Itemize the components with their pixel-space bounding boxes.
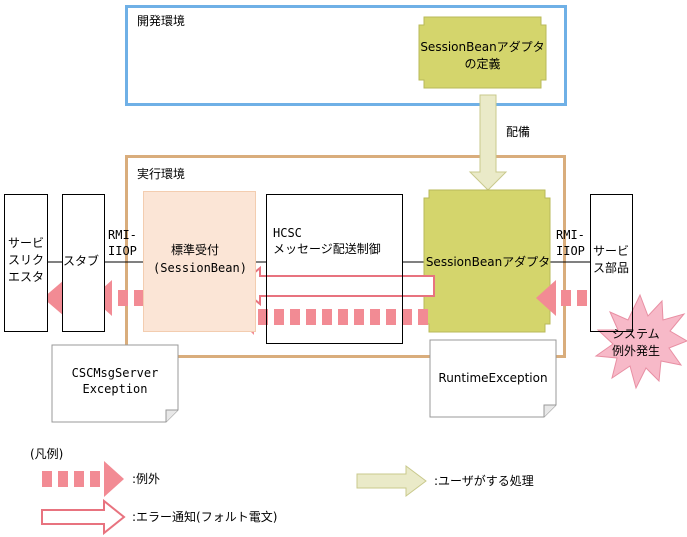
system-exception-label-1: システム <box>612 327 660 341</box>
service-requester-box <box>4 194 48 332</box>
legend-user-process-arrow <box>356 465 427 497</box>
dev-environment-title: 開発環境 <box>137 14 186 28</box>
hcsc-box <box>266 194 403 344</box>
deploy-arrow <box>468 94 508 191</box>
legend-error-notice-arrow <box>41 498 126 536</box>
system-exception-burst <box>594 293 687 390</box>
legend-exception-label: :例外 <box>132 472 161 486</box>
session-bean-adapter-shape <box>423 189 551 333</box>
hcsc-label-2: メッセージ配送制御 <box>273 242 381 256</box>
deploy-label: 配備 <box>506 125 531 139</box>
legend-user-process-label: :ユーザがする処理 <box>434 474 534 488</box>
run-environment-title: 実行環境 <box>137 167 186 181</box>
rmi-right-label-1: RMI- <box>556 228 585 242</box>
legend-exception-arrow <box>42 461 124 497</box>
rmi-left-label-1: RMI- <box>108 228 137 242</box>
adapter-definition-shape <box>418 16 547 89</box>
stub-label: スタブ <box>63 254 100 268</box>
run-environment-frame <box>125 155 566 358</box>
service-requester-label-1: サービ <box>8 236 45 250</box>
service-part-box <box>590 194 633 332</box>
service-part-label-1: サービ <box>593 244 630 258</box>
service-requester-label-3: エスタ <box>8 270 45 284</box>
adapter-definition-label-1: SessionBeanアダプタ <box>420 40 545 54</box>
system-exception-label-2: 例外発生 <box>612 344 661 358</box>
service-part-label-2: ス部品 <box>593 261 630 275</box>
adapter-definition-label-2: の定義 <box>464 57 501 71</box>
legend-error-notice-label: :エラー通知(フォルト電文) <box>132 510 278 524</box>
session-bean-adapter-label: SessionBeanアダプタ <box>425 255 551 269</box>
standard-reception-label-2: (SessionBean) <box>153 261 247 275</box>
stub-box <box>62 194 105 332</box>
hcsc-label-1: HCSC <box>273 226 302 240</box>
service-requester-label-2: スリク <box>8 253 45 267</box>
csc-exception-note-line-2: Exception <box>82 382 148 396</box>
runtime-exception-note-text: RuntimeException <box>438 371 548 385</box>
standard-reception-label-1: 標準受付 <box>171 243 220 257</box>
exception-arrow-service-to-adapter <box>536 280 587 316</box>
rmi-left-label-2: IIOP <box>108 244 137 258</box>
legend-title: (凡例) <box>30 447 64 461</box>
rmi-right-label-2: IIOP <box>556 244 585 258</box>
standard-reception-box <box>143 191 256 332</box>
csc-exception-note-line-1: CSCMsgServer <box>71 366 159 380</box>
